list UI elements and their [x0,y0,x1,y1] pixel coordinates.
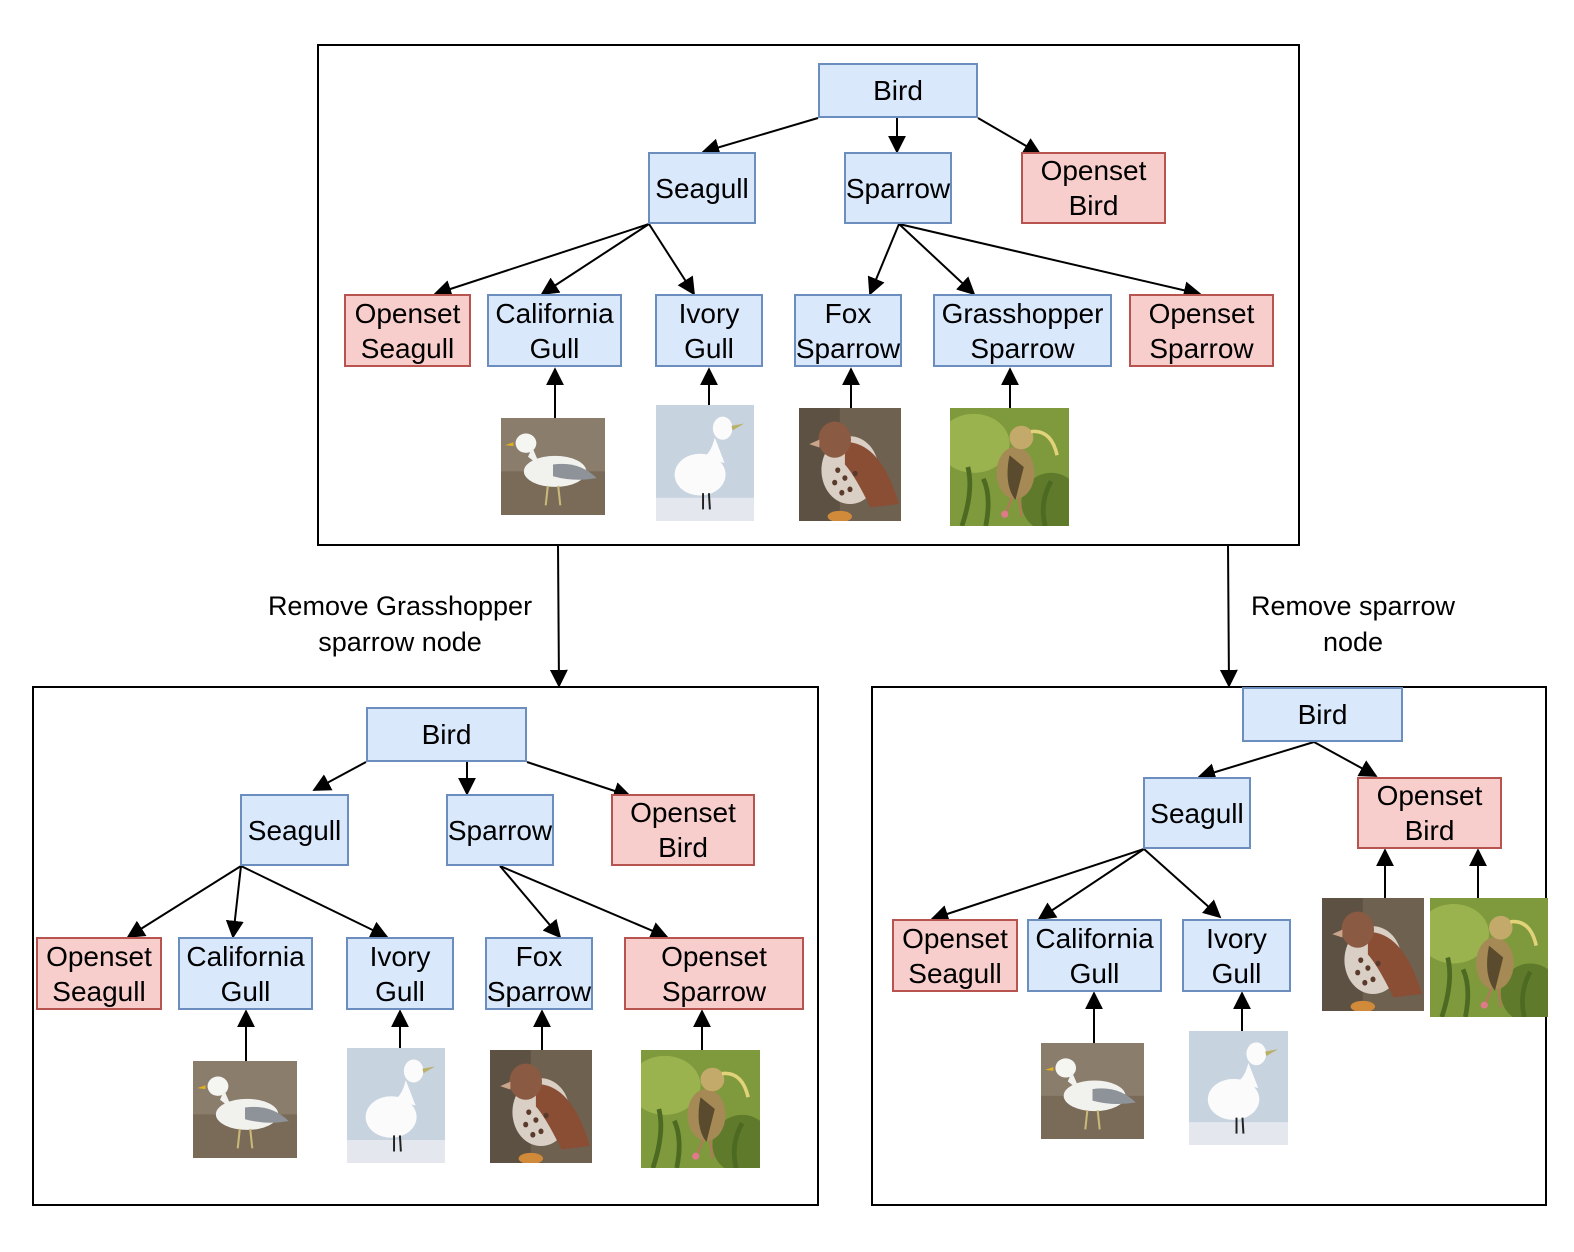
edge-bird-openset-bird [977,117,1042,155]
edge-br-seagull-ivory-gull [1143,848,1222,919]
node-fox-sparrow: Fox Sparrow [794,294,902,367]
edge-seagull-ivory-gull [648,223,695,296]
edge-sparrow-fox-sparrow [867,223,900,296]
node-br-openset-bird: Openset Bird [1357,777,1502,849]
edge-sparrow-openset-sparrow [898,223,1202,300]
california-gull-photo [501,418,605,515]
node-bl-sparrow: Sparrow [446,794,554,866]
node-bl-bird: Bird [366,707,527,762]
node-br-bird: Bird [1242,687,1403,742]
fox-sparrow-photo [799,408,901,521]
edge-bl-bird-openset-bird [526,761,632,800]
node-bl-ivory-gull: Ivory Gull [346,937,454,1010]
ivory-gull-photo [656,405,754,521]
edge-bl-seagull-openset-seagull [126,865,242,938]
edge-br-seagull-california-gull [1037,848,1145,920]
node-openset-sparrow: Openset Sparrow [1129,294,1274,367]
edge-bl-sparrow-openset-sparrow [499,865,669,939]
node-bl-fox-sparrow: Fox Sparrow [485,937,593,1010]
edge-bl-bird-seagull [312,761,367,791]
edge-br-seagull-openset-seagull [930,848,1145,923]
node-br-california-gull: California Gull [1027,919,1162,992]
caption-remove-grasshopper: Remove Grasshopper sparrow node [267,591,533,657]
panel-grasshopper-removed [32,686,819,1206]
node-openset-seagull: Openset Seagull [344,294,471,367]
caption-remove-sparrow: Remove sparrow node [1250,591,1456,657]
node-california-gull: California Gull [487,294,622,367]
node-openset-bird: Openset Bird [1021,152,1166,224]
grasshopper-sparrow-photo [641,1050,760,1168]
node-br-ivory-gull: Ivory Gull [1182,919,1291,992]
california-gull-photo [193,1061,297,1158]
edge-bl-sparrow-fox-sparrow [499,865,562,939]
ivory-gull-photo [1189,1031,1288,1145]
edge-seagull-california-gull [540,223,650,295]
node-bl-seagull: Seagull [240,794,349,866]
node-sparrow: Sparrow [844,152,952,224]
panel-original-hierarchy [317,44,1300,546]
california-gull-photo [1041,1043,1144,1139]
node-bl-california-gull: California Gull [178,937,313,1010]
grasshopper-sparrow-photo [950,408,1069,526]
node-bl-openset-bird: Openset Bird [611,794,755,866]
fox-sparrow-photo [1322,898,1424,1011]
edge-br-bird-openset-bird [1313,741,1378,777]
fox-sparrow-photo [490,1050,592,1163]
grasshopper-sparrow-photo [1430,898,1548,1017]
edge-transition-left [549,544,568,688]
node-seagull: Seagull [648,152,756,224]
edge-bl-seagull-california-gull [225,865,244,939]
edge-sparrow-grasshopper-sparrow [898,223,976,296]
edge-bird-seagull [701,117,819,157]
node-bl-openset-seagull: Openset Seagull [36,937,162,1010]
node-grasshopper-sparrow: Grasshopper Sparrow [933,294,1112,367]
node-br-openset-seagull: Openset Seagull [892,919,1018,992]
edge-bl-seagull-ivory-gull [240,865,389,939]
node-ivory-gull: Ivory Gull [655,294,763,367]
node-br-seagull: Seagull [1143,777,1251,849]
edge-br-bird-seagull [1197,741,1315,781]
ivory-gull-photo [347,1048,445,1163]
node-bl-openset-sparrow: Openset Sparrow [624,937,804,1010]
edge-transition-right [1219,544,1238,688]
node-bird: Bird [818,63,978,118]
edge-seagull-openset-seagull [433,223,650,298]
